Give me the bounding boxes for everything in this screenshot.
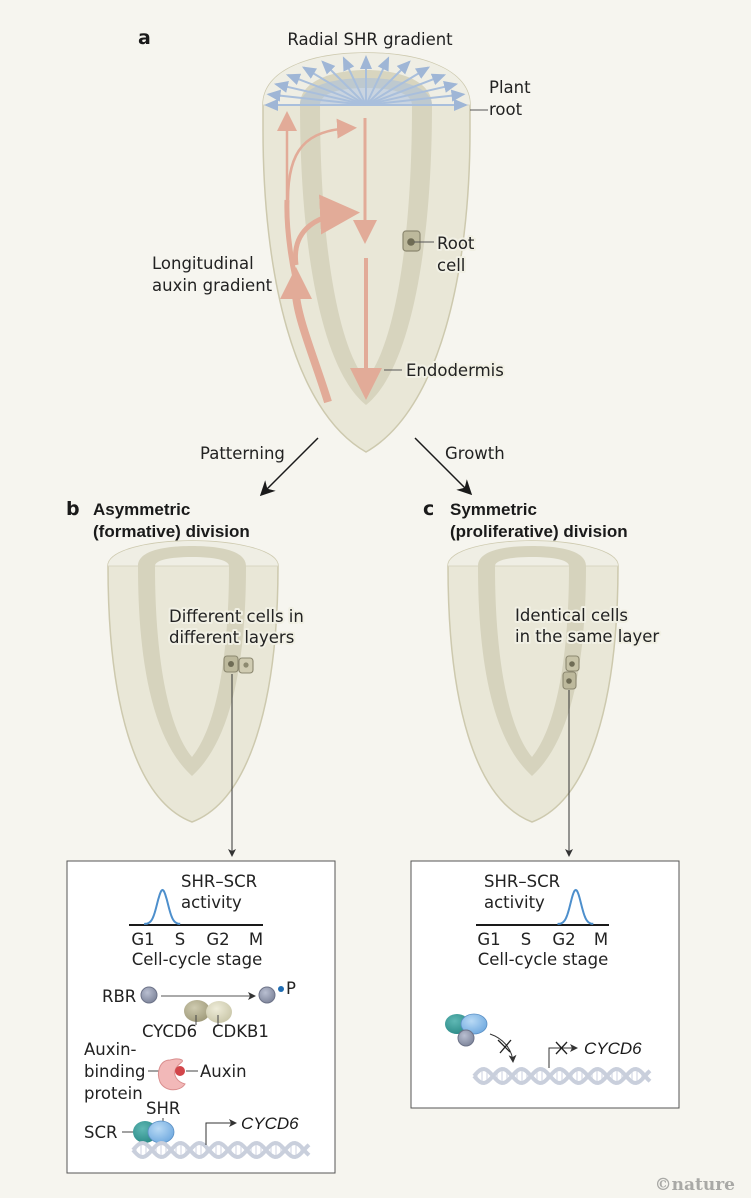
panel-b-stage-g1: G1 [131, 930, 154, 949]
panel-c-stage-g1: G1 [477, 930, 500, 949]
block-cross-binding [497, 1039, 512, 1054]
auxin-label: Auxin [200, 1062, 247, 1081]
panel-letter-b: b [66, 498, 80, 520]
auxin-gradient-label-2: auxin gradient [152, 276, 273, 295]
identical-cells-label-1: Identical cells [515, 606, 628, 625]
dna-strand [472, 1066, 652, 1086]
cdkb1-protein [206, 1001, 232, 1023]
growth-arrow [414, 437, 473, 496]
panel-b-activity-curve [144, 888, 181, 925]
endodermis-label: Endodermis [406, 361, 504, 380]
dna-strand [472, 1066, 652, 1086]
auxin-binding-label-2: binding [84, 1062, 146, 1081]
cdkb1-label: CDKB1 [212, 1022, 269, 1041]
phosphate-label: P [286, 979, 296, 998]
panel-c-activity-label-1: SHR–SCR [484, 872, 560, 891]
rbr-label: RBR [102, 987, 136, 1006]
different-cells-label-1: Different cells in [169, 607, 304, 626]
plant-root-large [262, 52, 471, 453]
transcription-arrow-b [205, 1119, 237, 1145]
cycd6-label: CYCD6 [142, 1022, 197, 1041]
phosphate-dot [278, 986, 284, 992]
growth-label: Growth [445, 444, 505, 463]
different-cells-label-2: different layers [169, 628, 294, 647]
panel-b-title-2: (formative) division [93, 522, 250, 541]
panel-b-stage-m: M [249, 930, 263, 949]
panel-letter-a: a [138, 27, 151, 49]
dna-strand [131, 1140, 311, 1160]
auxin-molecule [175, 1066, 185, 1076]
panel-b-stage-s: S [175, 930, 185, 949]
endodermis-band [300, 70, 432, 405]
patterning-arrow [259, 437, 319, 497]
root-cell-label-2: cell [437, 256, 465, 275]
transcription-arrow-c [548, 1044, 578, 1068]
root-cell-label-1: Root [437, 234, 475, 253]
rbr-protein-c [457, 1029, 475, 1047]
identical-cells-label-2: in the same layer [515, 627, 659, 646]
radial-shr-gradient-title: Radial SHR gradient [287, 30, 453, 49]
blocked-binding-arrow [489, 1033, 517, 1063]
plant-root-c [447, 540, 619, 823]
dividing-cells-asymmetric [223, 655, 254, 674]
panel-b: b Asymmetric (formative) division Differ… [66, 498, 336, 1174]
cycd6-gene-label-c: CYCD6 [584, 1039, 642, 1058]
auxin-binding-label-3: protein [84, 1084, 143, 1103]
dna-helix-c [472, 1066, 652, 1086]
panel-c-stage-g2: G2 [552, 930, 575, 949]
panel-a: a Radial SHR gradient [138, 27, 531, 453]
panel-b-axis-label: Cell-cycle stage [132, 950, 263, 969]
panel-c-activity-label-2: activity [484, 893, 545, 912]
shr-label: SHR [146, 1099, 180, 1118]
panel-c-stage-m: M [594, 930, 608, 949]
panel-c-title-2: (proliferative) division [450, 522, 628, 541]
plant-root-b [107, 540, 279, 823]
auxin-arrows [277, 111, 382, 404]
panel-b-activity-label-1: SHR–SCR [181, 872, 257, 891]
auxin-binding-protein [157, 1058, 186, 1091]
shr-gradient-fan [300, 78, 432, 105]
shr-protein-c [460, 1013, 488, 1035]
panel-letter-c: c [423, 498, 434, 520]
auxin-binding-label-1: Auxin- [84, 1040, 137, 1059]
plant-root-label-2: root [489, 100, 523, 119]
panel-c-detail-box [410, 860, 680, 1109]
block-cross-transcription [555, 1041, 568, 1055]
dna-strand [131, 1140, 311, 1160]
auxin-gradient-label-1: Longitudinal [152, 254, 254, 273]
panel-b-stage-g2: G2 [206, 930, 229, 949]
panel-b-activity-label-2: activity [181, 893, 242, 912]
shr-scr-complex-c [445, 1013, 488, 1047]
patterning-label: Patterning [200, 444, 285, 463]
panel-c: c Symmetric (proliferative) division Ide… [410, 498, 680, 1109]
panel-b-title-1: Asymmetric [93, 500, 190, 519]
phosphorylated-rbr [258, 986, 276, 1004]
plant-root-label-1: Plant [489, 78, 531, 97]
shr-protein [147, 1120, 175, 1144]
dividing-cells-symmetric [562, 655, 580, 690]
cycd6-protein [184, 1000, 210, 1022]
rbr-protein [140, 986, 158, 1004]
scr-label: SCR [84, 1123, 117, 1142]
root-cell [402, 230, 421, 252]
dna-helix-b [131, 1140, 311, 1160]
panel-c-stage-s: S [521, 930, 531, 949]
panel-c-title-1: Symmetric [450, 500, 537, 519]
panel-c-activity-curve [557, 888, 594, 925]
nature-credit: ©nature [655, 1175, 736, 1195]
panel-c-axis-label: Cell-cycle stage [478, 950, 609, 969]
cycd6-gene-label-b: CYCD6 [241, 1114, 299, 1133]
